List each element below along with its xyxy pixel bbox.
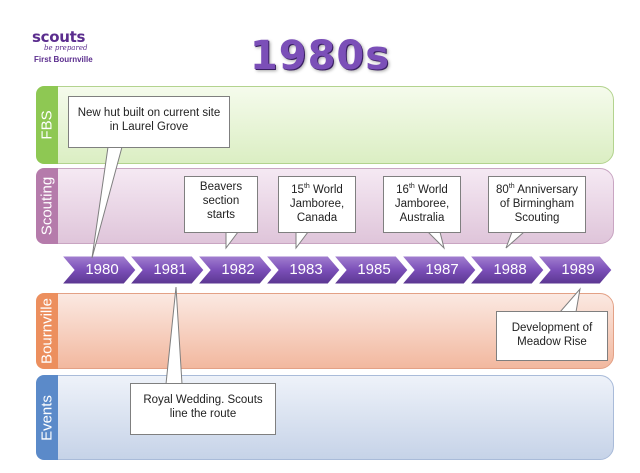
callout-meadow-rise-text: Development of Meadow Rise [511,322,593,348]
chevron-1989 [536,255,613,285]
jamboree16-ordinal: th [408,183,415,190]
chevron-1981 [128,255,205,285]
year-label: 1987 [425,261,459,278]
year-label: 1982 [221,261,255,278]
year-label: 1985 [357,261,391,278]
chevron-1985 [332,255,409,285]
anniv80-ordinal: th [508,183,515,190]
logo-group-name: First Bournville [34,55,93,64]
chevron-1987 [400,255,477,285]
scouts-logo: scouts be prepared First Bournville [30,22,110,68]
chevron-1983 [264,255,341,285]
callout-new-hut-text: New hut built on current site in Laurel … [77,107,221,133]
logo-wordmark: scouts [32,28,86,46]
band-tab-events: Events [36,375,58,460]
year-label: 1981 [153,261,187,278]
jamboree15-number: 15 [291,183,304,196]
pointer-fbs-hut [91,146,123,259]
callout-new-hut: New hut built on current site in Laurel … [68,96,230,148]
callout-jamboree-16: 16th World Jamboree, Australia [383,176,461,233]
page-title: 1980s [249,33,391,79]
jamboree16-text: World Jamboree, Australia [394,183,450,224]
year-label: 1988 [493,261,527,278]
band-tab-bournville: Bournville [36,293,58,369]
callout-80th-anniversary: 80th Anniversary of Birmingham Scouting [488,176,586,233]
pointer-royal-wedding [165,286,183,385]
band-tab-scouting: Scouting [36,168,58,244]
callout-beavers: Beavers section starts [184,176,258,233]
chevron-1980 [60,255,137,285]
year-label: 1983 [289,261,323,278]
pointer-jamboree16 [426,231,445,250]
chevron-1988 [468,255,545,285]
callout-beavers-text: Beavers section starts [199,181,243,221]
band-tab-fbs: FBS [36,86,58,164]
logo-tagline: be prepared [44,44,88,52]
jamboree15-ordinal: th [303,183,310,190]
pointer-beavers [225,231,239,250]
callout-meadow-rise: Development of Meadow Rise [496,311,608,361]
pointer-anniv80 [505,231,526,249]
callout-jamboree-15: 15th World Jamboree, Canada [278,176,356,233]
pointer-jamboree15 [295,231,309,250]
callout-royal-wedding: Royal Wedding. Scouts line the route [130,383,276,435]
pointer-meadow-rise [558,287,581,313]
year-label: 1989 [561,261,595,278]
anniv80-text: Anniversary of Birmingham Scouting [499,183,578,224]
jamboree16-number: 16 [396,183,409,196]
chevron-1982 [196,255,273,285]
jamboree15-text: World Jamboree, Canada [289,183,345,224]
year-label: 1980 [85,261,119,278]
callout-royal-wedding-text: Royal Wedding. Scouts line the route [143,394,263,420]
anniv80-number: 80 [496,183,509,196]
